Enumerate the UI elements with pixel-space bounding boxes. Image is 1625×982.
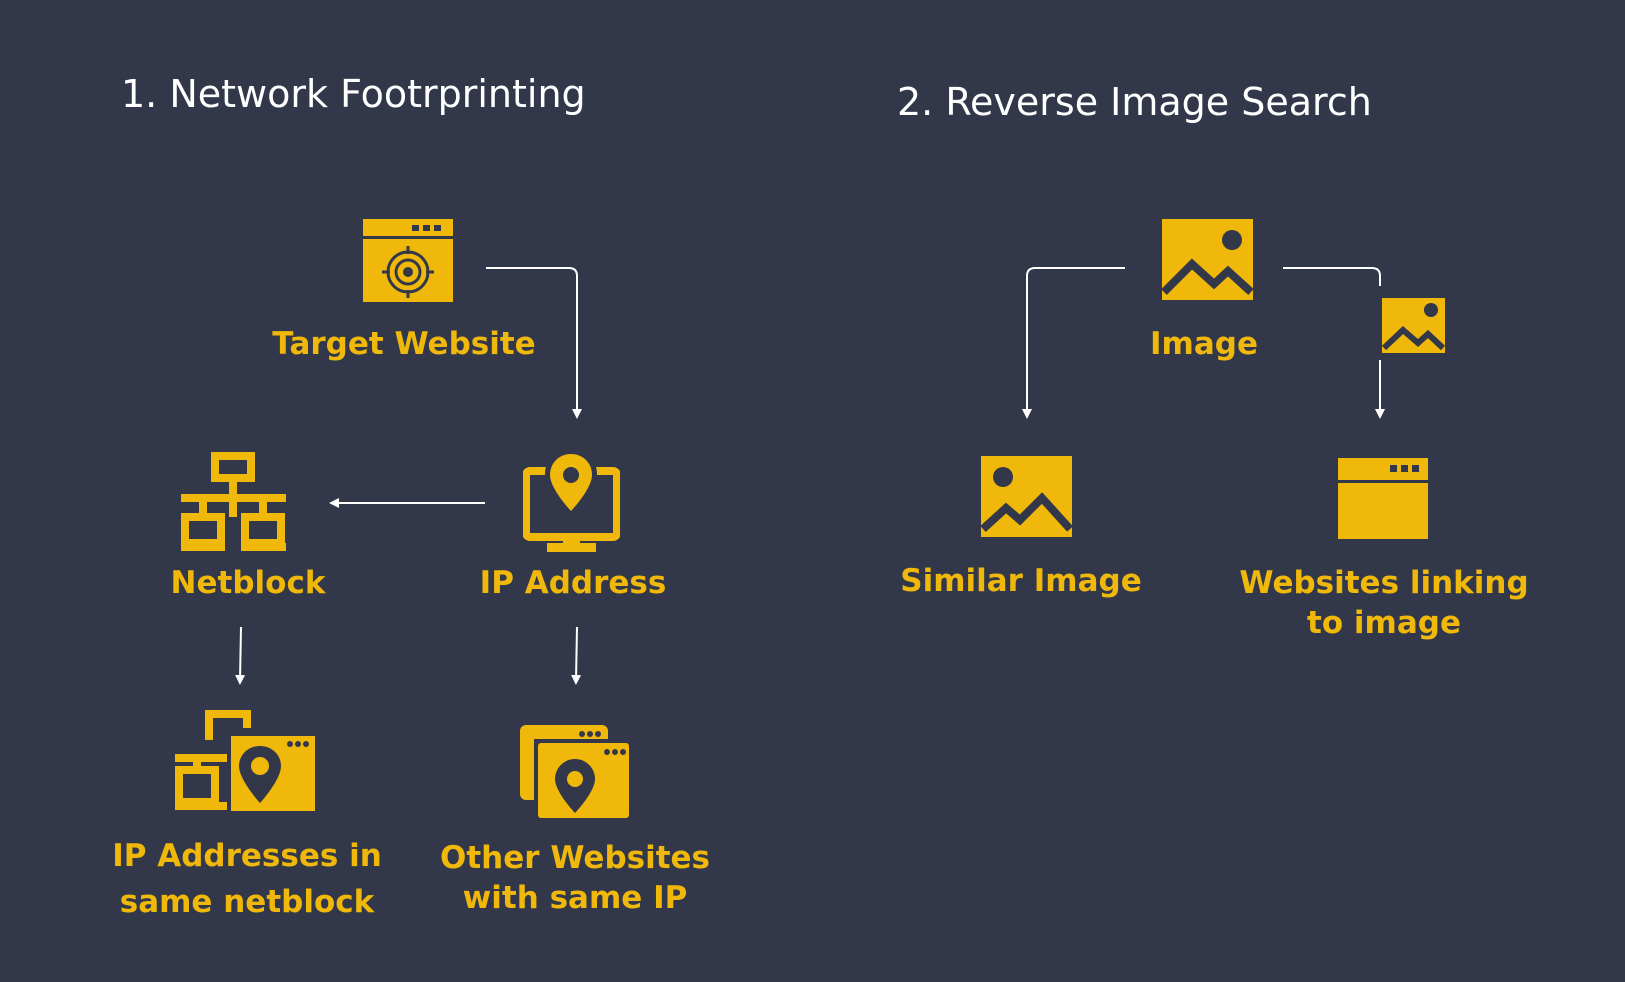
arrow-target-to-ip bbox=[486, 267, 582, 419]
other-websites-label-line2: with same IP bbox=[462, 880, 688, 916]
ip-address-label: IP Address bbox=[479, 565, 667, 601]
similar-image-icon bbox=[981, 456, 1072, 537]
network-icon bbox=[181, 452, 286, 551]
target-website-label: Target Website bbox=[272, 326, 536, 362]
network-location-icon bbox=[175, 710, 315, 811]
arrow-image-to-linking bbox=[1283, 267, 1381, 286]
small-image-icon bbox=[1382, 298, 1445, 353]
target-website-icon bbox=[363, 219, 453, 302]
ip-addresses-label-line1: IP Addresses in bbox=[112, 838, 382, 874]
browser-window-icon bbox=[1338, 458, 1428, 539]
ip-addresses-label-line2: same netblock bbox=[119, 884, 375, 920]
similar-image-label: Similar Image bbox=[900, 563, 1142, 599]
arrow-netblock-to-ipaddresses bbox=[235, 626, 246, 685]
other-websites-label-line1: Other Websites bbox=[439, 840, 711, 876]
monitor-location-icon bbox=[523, 449, 620, 552]
section2-title: 2. Reverse Image Search bbox=[897, 80, 1372, 124]
arrow-image-to-similar bbox=[1022, 267, 1125, 419]
websites-location-icon bbox=[520, 725, 629, 818]
websites-linking-label-line1: Websites linking bbox=[1239, 565, 1529, 601]
section1-title: 1. Network Footrprinting bbox=[121, 72, 586, 116]
arrow-ip-to-websites bbox=[571, 626, 582, 685]
image-label: Image bbox=[1150, 326, 1258, 362]
netblock-label: Netblock bbox=[170, 565, 326, 601]
websites-linking-label-line2: to image bbox=[1307, 605, 1461, 641]
image-icon bbox=[1162, 219, 1253, 300]
